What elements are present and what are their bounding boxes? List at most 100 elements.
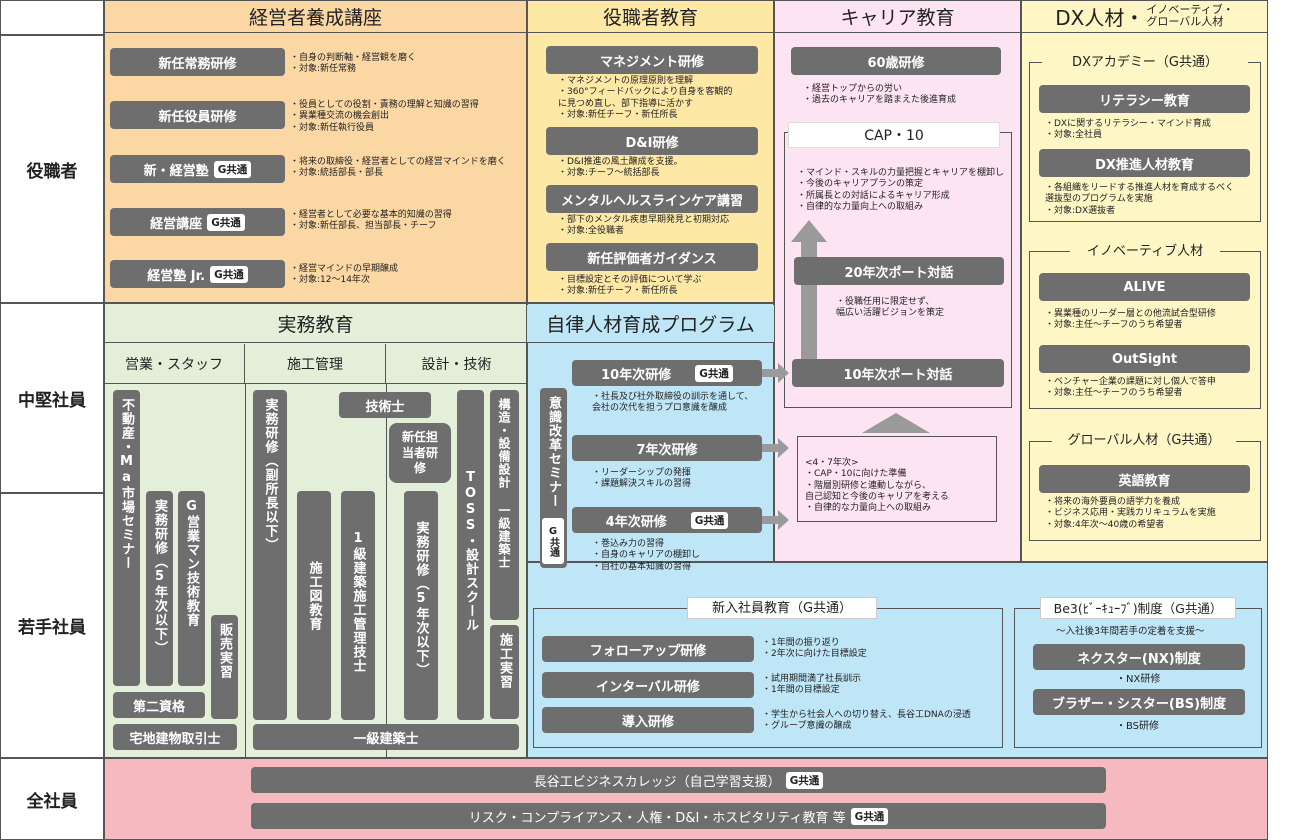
gtag-badge: G共通 [695,364,733,382]
career-up-arrow [791,220,827,380]
practical-design-header: 設計・技術 [421,357,492,373]
dx-english-note: ・将来の海外要員の語学力を養成・ビジネス応用・実践カリキュラムを実施・対象:4年… [1045,497,1216,530]
dx-promoter-pill: DX推進人材教育 [1039,149,1250,177]
cap10-note: ・マインド・スキルの力量把握とキャリアを棚卸し・今後のキャリアプランの策定・所属… [797,168,1005,212]
dx-promoter-note: ・各組織をリードする推進人材を育成するべく 選抜型のプログラムを実施・対象:DX… [1045,183,1235,216]
practical-hanbai: 販売実習 [211,615,238,719]
practical-toss: TOSS・設計スクール [457,390,484,720]
position-pill-2: メンタルヘルスラインケア講習 [546,185,758,213]
practical-realestate: 不動産・Ma市場セミナー [113,390,140,686]
practical-jitsumu5a: 実務研修（5年次以下） [146,491,173,686]
header-dx: DX人材・ イノベーティブ・ グローバル人材 [1021,0,1268,33]
position-note-1: ・D&I推進の風土醸成を支援。・対象:チーフ～統括部長 [558,157,683,179]
career-up-triangle [862,413,930,433]
level-corner [0,0,104,35]
be3-title: Be3(ﾋﾞｰｷｭｰﾌﾞ)制度（G共通） [1040,597,1236,619]
arrow-y10-to-career [762,363,789,383]
header-mgmt: 経営者養成講座 [104,0,527,33]
newhire-intro-pill: 導入研修 [542,707,754,733]
mgmt-note-0: ・自身の判断軸・経営観を磨く・対象:新任常務 [290,53,417,75]
header-dx-sub1: イノベーティブ・ [1146,2,1234,16]
be3-nx-pill: ネクスター(NX)制度 [1033,644,1245,670]
be3-bs-pill: ブラザー・シスター(BS)制度 [1033,689,1245,715]
mgmt-pill-4: 経営塾 Jr.G共通 [110,260,285,288]
mgmt-region [104,0,527,303]
be3-sub: ～入社後3年間若手の定着を支援～ [1056,626,1205,637]
dx-alive-note: ・異業種のリーダー層との他流試合型研修・対象:主任～チーフのうち希望者 [1045,309,1216,331]
newhire-followup-note: ・1年間の振り返り・2年次に向けた目標設定 [762,638,867,660]
practical-jitsumu-vice: 実務研修（副所長以下） [253,390,287,720]
newhire-title: 新入社員教育（G共通） [687,597,877,619]
practical-divider-2 [386,384,387,758]
header-position: 役職者教育 [527,0,774,33]
allstaff-college-pill: 長谷工ビジネスカレッジ（自己学習支援）G共通 [251,767,1106,793]
autonomous-y7-pill: 7年次研修 [572,435,762,461]
position-pill-0: マネジメント研修 [546,46,758,74]
practical-shinnin-label: 新任担当者研修 [401,430,438,476]
dx-global-title: グローバル人材（G共通） [1052,431,1236,451]
practical-divider-1 [245,384,246,758]
position-note-2: ・部下のメンタル疾患早期発見と初期対応・対象:全役職者 [558,215,730,237]
practical-ikkyu-sekou: 1級建築施工管理技士 [341,491,375,720]
career-60-note: ・経営トップからの労い・過去のキャリアを踏まえた後進育成 [803,84,957,106]
cap10-title: CAP・10 [788,122,1000,148]
header-autonomous: 自律人材育成プログラム [527,305,774,343]
mgmt-note-4: ・経営マインドの早期醸成・対象:12～14年次 [290,264,399,286]
practical-gijutsushi: 技術士 [339,392,431,418]
header-career: キャリア教育 [774,0,1021,33]
be3-bs-note: ・BS研修 [1116,721,1160,732]
level-all: 全社員 [0,758,104,840]
gtag-badge: G共通 [850,807,889,825]
career-47-frame [797,436,997,522]
practical-sales-header: 営業・スタッフ [104,344,245,384]
practical-jitsumu5b: 実務研修（5年次以下） [404,491,438,720]
gtag-badge: G共通 [210,265,248,283]
career-20-pill: 20年次ポート対話 [794,257,1004,285]
position-pill-3: 新任評価者ガイダンス [546,243,758,271]
mgmt-note-2: ・将来の取締役・経営者としての経営マインドを磨く・対象:統括部長・部長 [290,157,506,179]
dx-english-pill: 英語教育 [1039,465,1250,493]
position-note-3: ・目標設定とその評価について学ぶ・対象:新任チーフ・新任所長 [558,275,702,297]
dx-literacy-pill: リテラシー教育 [1039,85,1250,113]
career-10-pill: 10年次ポート対話 [792,359,1004,387]
practical-shinnin [389,423,451,483]
newhire-interval-pill: インターバル研修 [542,672,754,698]
practical-kozo: 構造・設備設計 一級建築士 [490,390,519,620]
practical-second: 第二資格 [113,692,205,718]
newhire-interval-note: ・試用期間満了社長訓示・1年間の目標設定 [762,674,862,696]
level-midcareer: 中堅社員 [0,303,104,493]
practical-construction-header: 施工管理 [245,344,386,384]
gtag-badge: G共通 [690,511,729,529]
dx-alive-pill: ALIVE [1039,273,1250,301]
level-young: 若手社員 [0,493,104,758]
practical-seko-jisshu: 施工実習 [490,625,519,719]
mgmt-note-3: ・経営者として必要な基本的知識の習得・対象:新任部長、担当部長・チーフ [290,210,452,232]
practical-subhead-row [104,344,527,384]
dx-outsight-pill: OutSight [1039,345,1250,373]
career-60-pill: 60歳研修 [791,47,1001,75]
career-47-note: <4・7年次>・CAP・10に向けた準備・階層別研修と連動しながら、 自己認知と… [805,458,949,513]
mgmt-pill-0: 新任常務研修 [110,48,285,76]
dx-literacy-note: ・DXに関するリテラシー・マインド育成・対象:全社員 [1045,119,1211,141]
autonomous-seminar-gtag: G共通 [542,518,564,564]
gtag-badge: G共通 [207,213,245,231]
position-pill-1: D&I研修 [546,127,758,155]
mgmt-note-1: ・役員としての役割・責務の理解と知識の習得・異業種交流の機会創出・対象:新任執行… [290,100,479,133]
arrow-y7-to-career [762,438,789,458]
header-dx-main: DX人材・ [1055,5,1145,30]
autonomous-y4-note: ・巻込み力の習得・自身のキャリアの棚卸し・自社の基本知識の習得 [592,539,701,572]
level-executives: 役職者 [0,35,104,303]
newhire-intro-note: ・学生から社会人への切り替え、長谷工DNAの浸透・グループ意識の醸成 [762,710,971,732]
be3-nx-note: ・NX研修 [1116,674,1161,685]
autonomous-y7-note: ・リーダーシップの発揮・課題解決スキルの習得 [592,468,692,490]
mgmt-pill-1: 新任役員研修 [110,101,285,129]
gtag-badge: G共通 [213,160,252,178]
autonomous-y10-note: ・社長及び社外取締役の訓示を通して、 会社の次代を担うプロ意識を醸成 [592,392,754,414]
gtag-badge: G共通 [785,771,824,789]
career-20-note: ・役職任用に限定せず、 幅広い活躍ビジョンを策定 [836,297,945,319]
